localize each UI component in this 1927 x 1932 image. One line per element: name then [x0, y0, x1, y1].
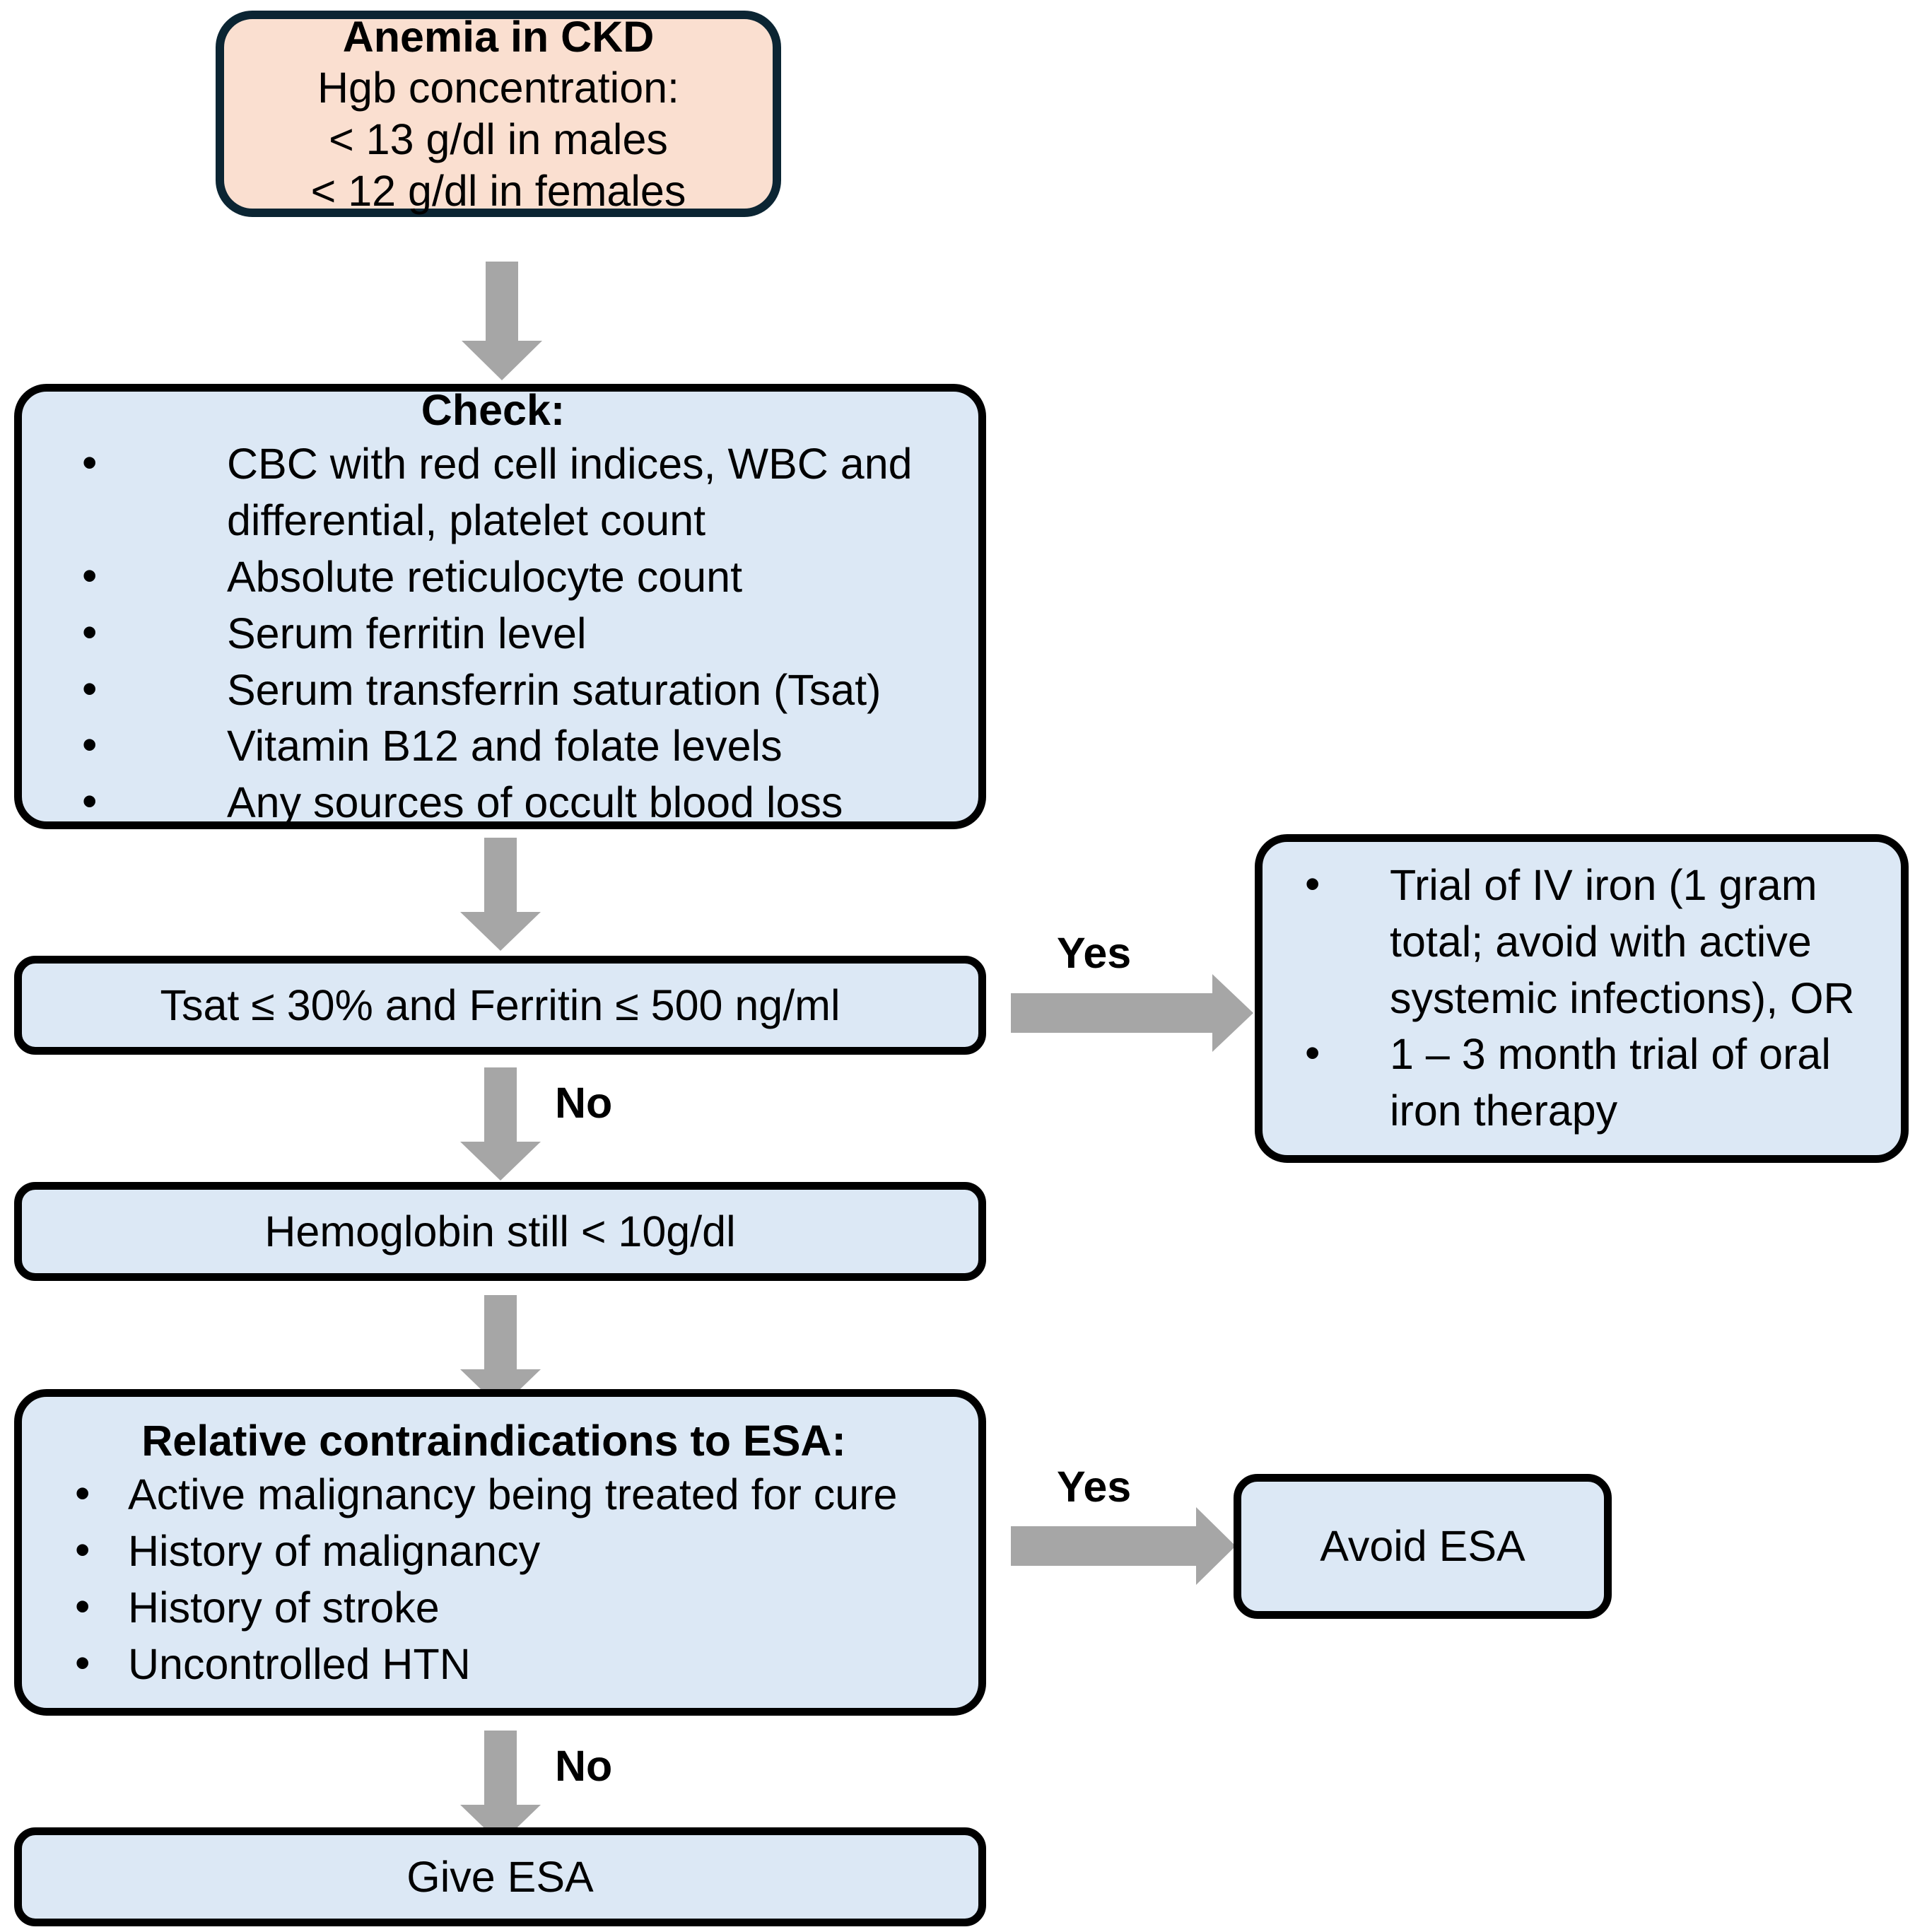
- arrow-check-to-iron-decision: [458, 838, 543, 952]
- node-iron-therapy: Trial of IV iron (1 gram total; avoid wi…: [1255, 834, 1909, 1163]
- check-item: Vitamin B12 and folate levels: [82, 717, 964, 775]
- esa-contraindication-item: History of stroke: [75, 1579, 966, 1637]
- check-item: Serum ferritin level: [82, 604, 964, 662]
- check-item: CBC with red cell indices, WBC and diffe…: [82, 435, 964, 549]
- check-item: Any sources of occult blood loss: [82, 773, 964, 831]
- give-esa-label: Give ESA: [406, 1852, 594, 1901]
- edge-label-iron-no: No: [555, 1079, 613, 1127]
- edge-label-iron-yes: Yes: [1057, 929, 1132, 977]
- edge-label-esa-no: No: [555, 1742, 613, 1790]
- iron-therapy-item: 1 – 3 month trial of oral iron therapy: [1305, 1025, 1888, 1140]
- esa-contraindication-item: Active malignancy being treated for cure: [75, 1465, 966, 1523]
- arrow-esa-yes: [1011, 1507, 1237, 1585]
- anemia-definition-line-4: < 12 g/dl in females: [310, 166, 686, 215]
- arrow-hemoglobin-to-esa: [458, 1295, 543, 1410]
- arrow-iron-decision-yes: [1011, 974, 1255, 1052]
- node-iron-decision: Tsat ≤ 30% and Ferritin ≤ 500 ng/ml: [14, 956, 986, 1055]
- esa-contraindications-bullet-list: Active malignancy being treated for cure…: [22, 1465, 966, 1693]
- arrow-anemia-to-check: [459, 262, 544, 382]
- avoid-esa-label: Avoid ESA: [1320, 1522, 1525, 1571]
- iron-therapy-item: Trial of IV iron (1 gram total; avoid wi…: [1305, 856, 1888, 1027]
- check-item: Serum transferrin saturation (Tsat): [82, 661, 964, 719]
- anemia-definition-line-1: Anemia in CKD: [342, 12, 655, 61]
- node-anemia-definition: Anemia in CKD Hgb concentration: < 13 g/…: [216, 11, 781, 217]
- node-avoid-esa: Avoid ESA: [1234, 1474, 1612, 1619]
- esa-contraindications-title: Relative contraindications to ESA:: [141, 1416, 846, 1465]
- hemoglobin-check-label: Hemoglobin still < 10g/dl: [264, 1207, 736, 1255]
- anemia-definition-line-2: Hgb concentration:: [317, 64, 680, 112]
- esa-contraindication-item: Uncontrolled HTN: [75, 1635, 966, 1693]
- anemia-definition-line-3: < 13 g/dl in males: [329, 115, 668, 163]
- check-bullet-list: CBC with red cell indices, WBC and diffe…: [22, 435, 964, 831]
- iron-therapy-bullet-list: Trial of IV iron (1 gram total; avoid wi…: [1263, 856, 1888, 1140]
- node-esa-contraindications: Relative contraindications to ESA: Activ…: [14, 1389, 986, 1716]
- node-hemoglobin-check: Hemoglobin still < 10g/dl: [14, 1182, 986, 1281]
- esa-contraindication-item: History of malignancy: [75, 1522, 966, 1580]
- arrow-iron-decision-no: [458, 1067, 543, 1182]
- iron-decision-label: Tsat ≤ 30% and Ferritin ≤ 500 ng/ml: [160, 980, 840, 1029]
- check-item: Absolute reticulocyte count: [82, 548, 964, 606]
- check-title: Check:: [421, 385, 566, 434]
- arrow-esa-no: [458, 1731, 543, 1845]
- node-check: Check: CBC with red cell indices, WBC an…: [14, 384, 986, 831]
- edge-label-esa-yes: Yes: [1057, 1463, 1132, 1511]
- node-give-esa: Give ESA: [14, 1827, 986, 1926]
